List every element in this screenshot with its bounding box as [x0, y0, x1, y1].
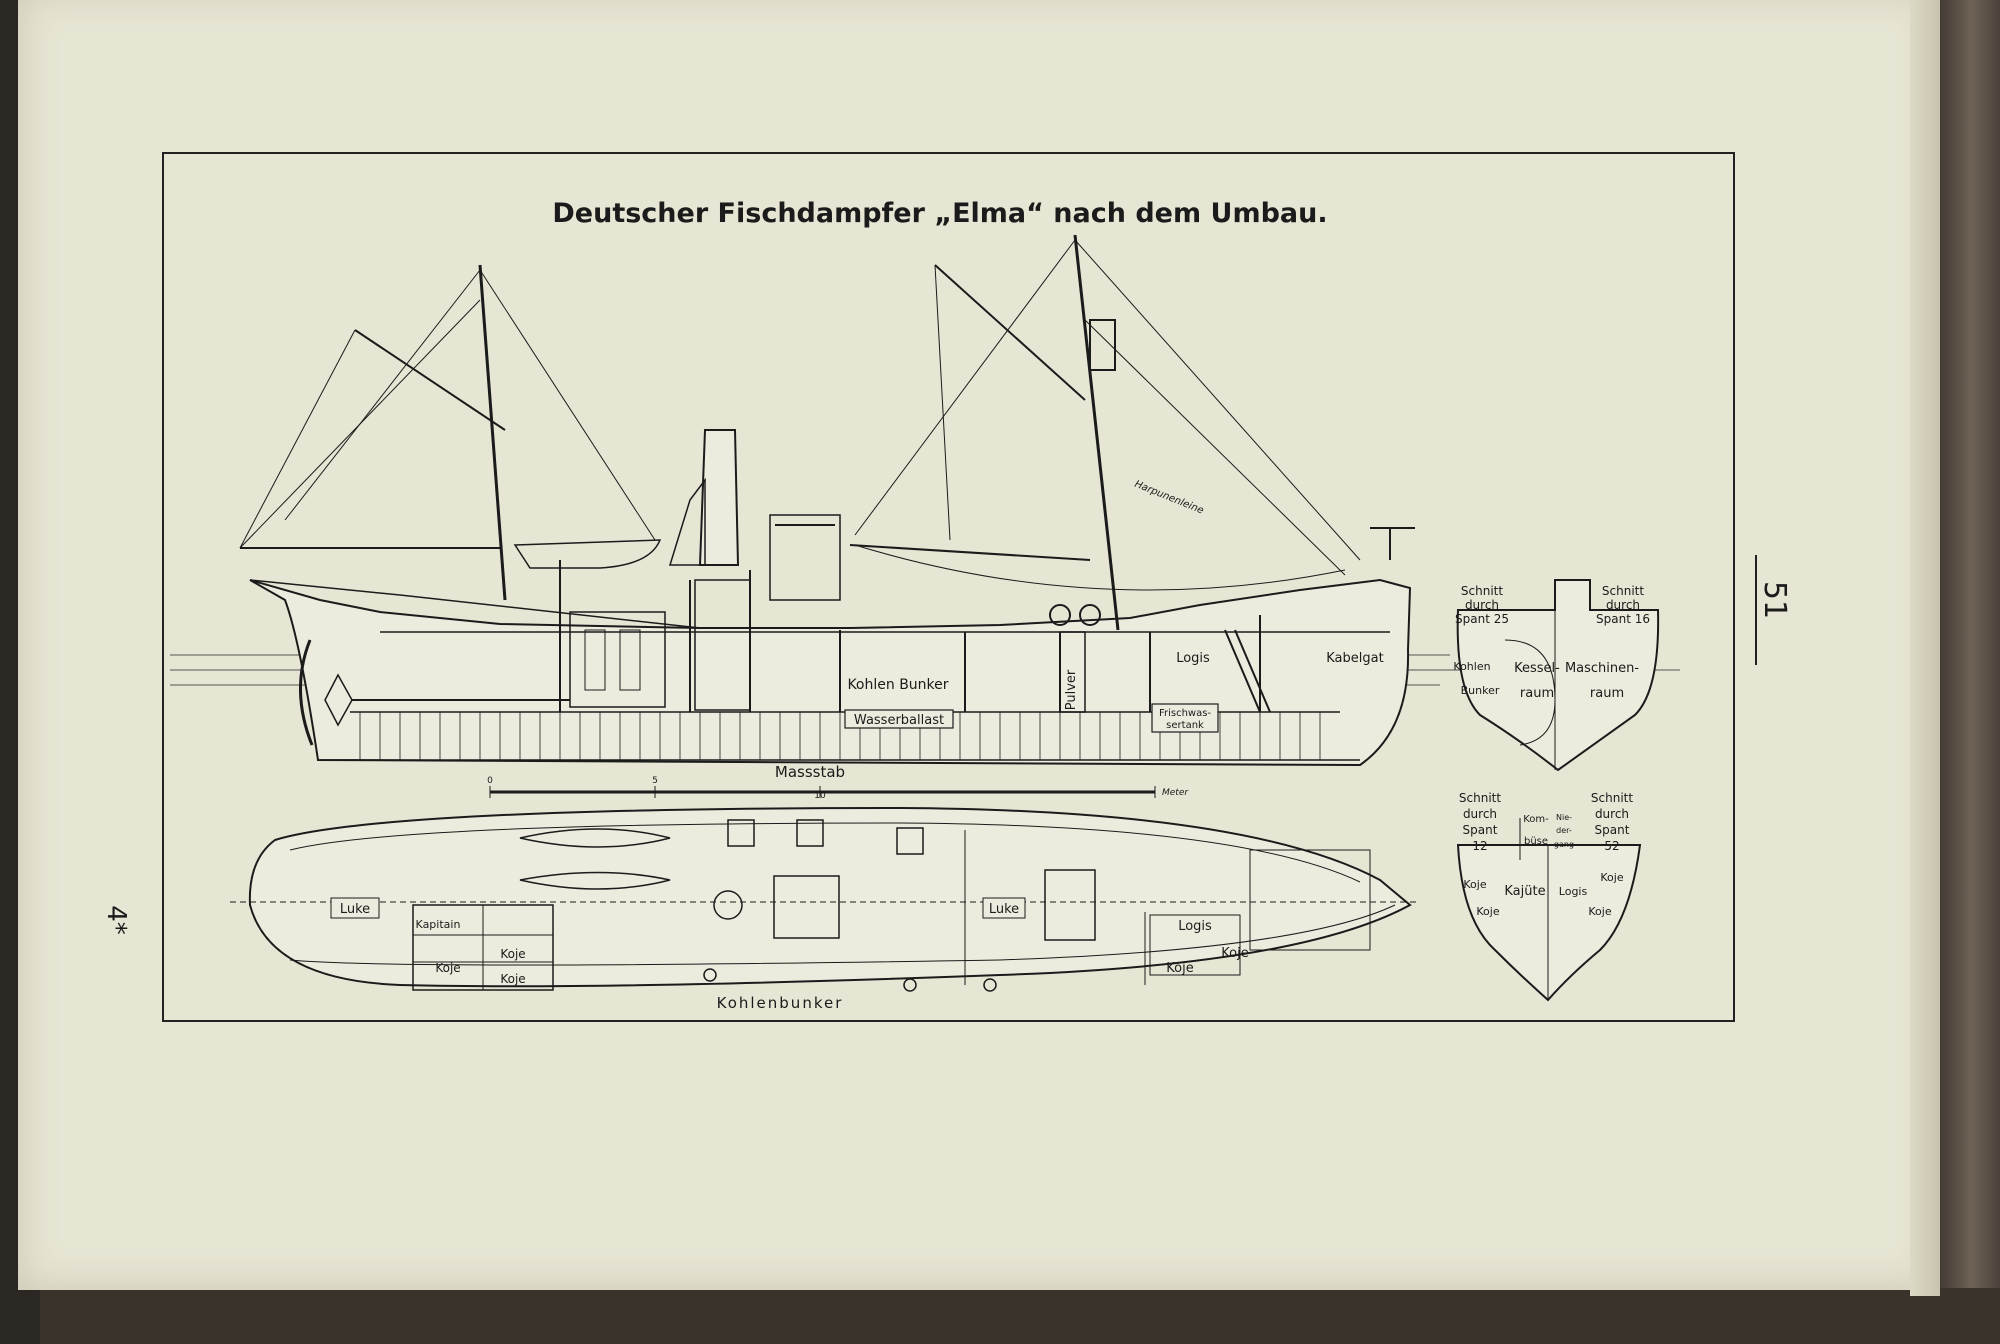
sec-b-koje-c: Koje [1600, 871, 1623, 884]
label-wasserballast: Wasserballast [854, 713, 944, 728]
funnel-plan [713, 890, 743, 920]
label-logis-profile: Logis [1176, 651, 1210, 666]
ship-profile [239, 234, 1415, 767]
signature-mark: 4* [101, 905, 131, 935]
rigging [239, 239, 1361, 591]
label-harpunenleine: Harpunenleine [1133, 479, 1205, 517]
section-a-outline [1456, 579, 1660, 772]
sec-b-kajute: Kajüte [1504, 884, 1545, 899]
sec-b-koje-d: Koje [1588, 905, 1611, 918]
sec-b-kombuse-2: büse [1524, 836, 1548, 847]
sec-a-kessel: Kessel- [1514, 661, 1560, 676]
book-cover-edge [40, 1288, 2000, 1344]
crows-nest [1089, 319, 1116, 371]
lifeboat [513, 539, 662, 569]
label-logis-plan: Logis [1178, 919, 1212, 934]
sec-b-niedergang-2: der- [1556, 826, 1572, 835]
sec-a-right-head-1: Schnitt [1602, 584, 1644, 598]
label-pulver: Pulver [1064, 669, 1079, 710]
sec-a-right-head-2: durch [1606, 598, 1640, 612]
rudder [298, 639, 314, 746]
scale-label: Massstab [775, 763, 845, 781]
label-luke-mid: Luke [989, 902, 1019, 917]
profile-labels: Kohlen Bunker Wasserballast Pulver Frisc… [844, 479, 1384, 733]
scale-tick-10: 10 [814, 791, 826, 801]
bow-grating [1249, 849, 1371, 951]
label-frischwassertank-2: sertank [1166, 720, 1204, 731]
label-frischwassertank-1: Frischwas- [1159, 708, 1211, 719]
sec-b-logis: Logis [1559, 885, 1588, 898]
sec-a-bunker: Bunker [1461, 684, 1500, 697]
funnel [698, 429, 740, 566]
plate-frame [162, 152, 1735, 1022]
sec-a-left-head-2: durch [1465, 598, 1499, 612]
label-koje-5: Koje [1166, 961, 1193, 976]
sec-b-niedergang-3: gang [1554, 840, 1574, 849]
sec-b-right-head-4: 52 [1604, 839, 1619, 853]
wheelhouse [769, 514, 841, 601]
boiler [694, 579, 751, 711]
luke-mid-box [982, 897, 1026, 919]
sec-b-left-head-4: 12 [1472, 839, 1487, 853]
sec-b-right-head-1: Schnitt [1591, 791, 1633, 805]
scale-unit: Meter [1162, 788, 1189, 798]
sec-a-left-head-1: Schnitt [1461, 584, 1503, 598]
frischwassertank-box [1151, 703, 1219, 733]
label-koje-1: Koje [500, 947, 525, 961]
page-edge-shadow [1910, 0, 1940, 1296]
label-kabelgat: Kabelgat [1326, 651, 1383, 666]
label-kapitain: Kapitain [416, 918, 461, 931]
wasserballast-box [844, 709, 954, 729]
plate-title: Deutscher Fischdampfer „Elma“ nach dem U… [552, 198, 1327, 229]
label-kohlen-bunker: Kohlen Bunker [847, 677, 948, 693]
scale-tick-0: 0 [487, 776, 493, 786]
sec-b-left-head-1: Schnitt [1459, 791, 1501, 805]
label-kohlenbunker-plan: Kohlenbunker [717, 994, 844, 1012]
sec-b-left-head-3: Spant [1463, 823, 1498, 837]
section-spant-12-52: Schnitt durch Spant 12 Schnitt durch Spa… [1456, 791, 1642, 1002]
sec-a-kessel-raum: raum [1520, 686, 1554, 701]
label-koje-2: Koje [435, 961, 460, 975]
deck-plan [230, 806, 1420, 992]
fore-mast [1073, 234, 1120, 631]
aft-mast [478, 264, 507, 601]
hull-outline [249, 578, 1412, 767]
aft-gaff [354, 329, 506, 431]
sec-b-koje-a: Koje [1463, 878, 1486, 891]
engine [569, 611, 666, 708]
luke-aft-box [330, 897, 380, 919]
section-spant-25-16: Schnitt durch Spant 25 Schnitt durch Spa… [1453, 579, 1660, 772]
label-koje-3: Koje [500, 972, 525, 986]
sec-a-maschinen-raum: raum [1590, 686, 1624, 701]
sec-b-right-head-3: Spant [1595, 823, 1630, 837]
section-b-outline [1456, 844, 1642, 1002]
scale-tick-5: 5 [652, 776, 658, 786]
book-binding [1935, 0, 2000, 1300]
engine-casing [773, 875, 840, 939]
sec-b-right-head-2: durch [1595, 807, 1629, 821]
plan-labels: Luke Kapitain Koje Koje Koje Luke Logis … [330, 897, 1249, 1012]
fore-gaff [934, 264, 1086, 401]
sec-a-left-head-3: Spant 25 [1455, 612, 1509, 626]
sec-b-niedergang-1: Nie- [1556, 813, 1572, 822]
deck-plan-outline [248, 806, 1412, 988]
winch [1049, 604, 1071, 626]
label-luke-aft: Luke [340, 902, 370, 917]
label-koje-4: Koje [1221, 946, 1248, 961]
plan-lifeboat-1 [519, 828, 671, 848]
sec-a-maschinen: Maschinen- [1565, 661, 1639, 676]
sec-a-kohlen: Kohlen [1453, 660, 1490, 673]
fore-boom [849, 544, 1091, 561]
sec-b-koje-b: Koje [1476, 905, 1499, 918]
sec-b-left-head-2: durch [1463, 807, 1497, 821]
page-number: 51 [1757, 581, 1792, 619]
sec-a-right-head-3: Spant 16 [1596, 612, 1650, 626]
scale-bar: Massstab 0 5 10 Meter [487, 763, 1189, 801]
plan-lifeboat-2 [519, 871, 671, 890]
plan-winch [1044, 869, 1096, 941]
sec-b-kombuse-1: Kom- [1523, 814, 1549, 825]
